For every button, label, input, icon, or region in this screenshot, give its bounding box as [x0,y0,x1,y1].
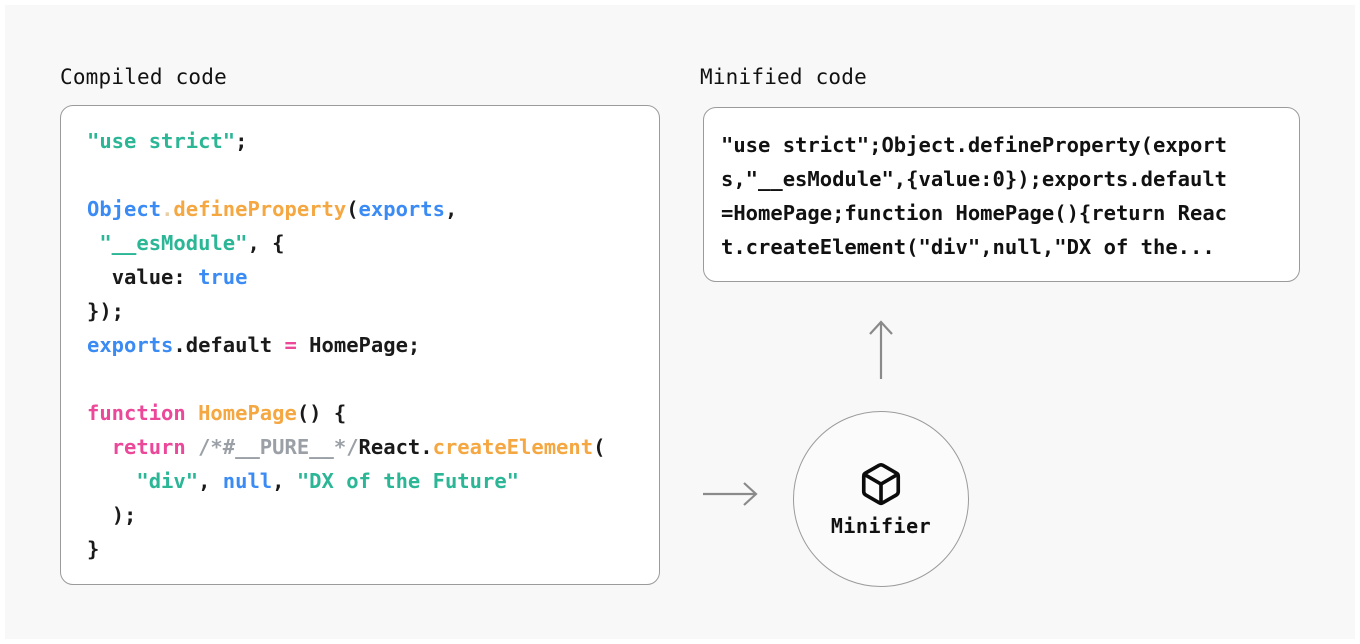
code-token-plain: React. [358,435,433,459]
compiled-code-heading: Compiled code [60,65,227,89]
minified-code-heading: Minified code [700,65,867,89]
code-token-keyword: return [111,435,186,459]
code-token-function: createElement [432,435,594,459]
code-token-string: "__esModule" [99,231,248,255]
code-token-dot: . [161,197,174,221]
code-token-string: "DX of the Future" [296,469,520,493]
code-token-variable: exports [87,333,174,357]
arrow-up-icon [869,320,893,379]
code-token-string: "use strict" [87,129,236,153]
minifier-node[interactable]: Minifier [793,411,969,587]
box-icon [861,462,901,505]
code-token-punct: , [444,197,458,221]
minified-code-card: "use strict";Object.defineProperty(expor… [703,107,1300,282]
code-token-variable: exports [358,197,445,221]
code-token-string: "div" [136,469,199,493]
minifier-label: Minifier [830,513,932,538]
compiled-code-text: "use strict"; Object.defineProperty(expo… [87,124,605,566]
minified-code-text: "use strict";Object.defineProperty(expor… [721,133,1228,259]
code-token-boolean: true [198,265,248,289]
compiled-code-card: "use strict"; Object.defineProperty(expo… [60,105,660,585]
code-token-punct: ( [593,435,606,459]
code-token-keyword: function [87,401,186,425]
code-token-punct: , [272,469,297,493]
code-token-variable: Object [87,197,162,221]
code-token-property: value: [111,265,199,289]
code-token-punct: }); [87,299,125,323]
code-token-comment: /*#__PURE__*/ [198,435,359,459]
code-token-punct: , { [247,231,285,255]
code-token-operator: = [284,333,297,357]
code-token-function: defineProperty [173,197,347,221]
code-token-function: HomePage [198,401,297,425]
code-token-punct: , [198,469,223,493]
code-token-punct: ( [346,197,359,221]
code-token-punct [186,401,198,425]
code-token-property: .default [173,333,285,357]
code-token-null: null [222,469,273,493]
code-token-plain: HomePage; [296,333,421,357]
code-token-punct: ); [111,503,137,527]
code-token-punct: } [87,537,100,561]
diagram-canvas: Compiled code "use strict"; Object.defin… [5,5,1355,639]
code-token-punct: ; [235,129,248,153]
arrow-right-icon [703,482,758,506]
code-token-punct: () { [296,401,347,425]
